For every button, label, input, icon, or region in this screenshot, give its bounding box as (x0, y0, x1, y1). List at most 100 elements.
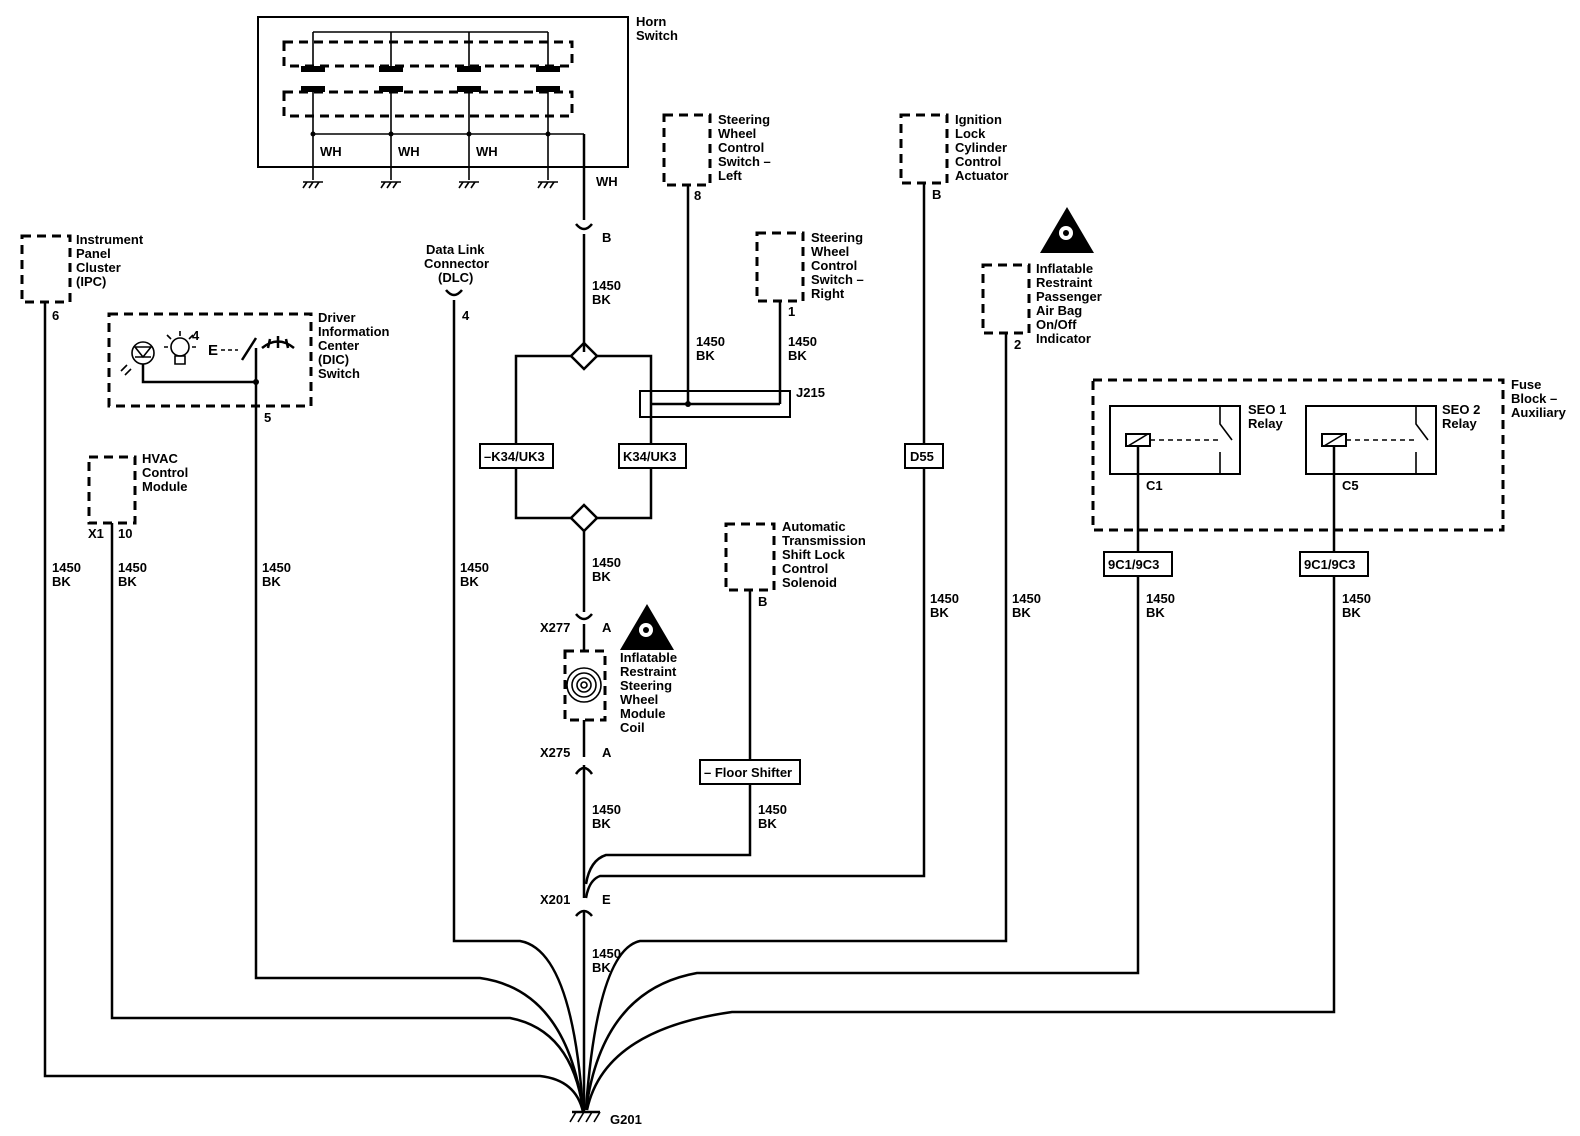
shift-lock-label-2: Transmission (782, 533, 866, 548)
swc-right-label-1: Steering (811, 230, 863, 245)
ignition-circuit-color: BK (930, 605, 949, 620)
trunk-circuit-color-3: BK (592, 960, 611, 975)
horn-connector-b (575, 223, 593, 231)
swc-left-circuit: 1450 (696, 334, 725, 349)
k34-option-split: –K34/UK3 K34/UK3 (479, 341, 687, 533)
airbag-indicator: Inflatable Restraint Passenger Air Bag O… (584, 207, 1102, 1109)
ipc: Instrument Panel Cluster (IPC) 6 1450 BK (20, 232, 585, 1113)
fuse-block-label-3: Auxiliary (1511, 405, 1567, 420)
seo2-relay: SEO 2 Relay C5 9C1/9C3 1450 BK (585, 402, 1480, 1111)
ipc-label-4: (IPC) (76, 274, 106, 289)
seo1-relay: SEO 1 Relay C1 9C1/9C3 1450 BK (584, 402, 1286, 1111)
horn-wire-color-1: WH (320, 144, 342, 159)
shift-lock-label-5: Solenoid (782, 575, 837, 590)
indicator-circuit-color: BK (1012, 605, 1031, 620)
seo1-circuit: 1450 (1146, 591, 1175, 606)
ipc-label-2: Panel (76, 246, 111, 261)
swc-right-pin: 1 (788, 304, 795, 319)
horn-circuit-color: BK (592, 292, 611, 307)
trunk-circuit-color-1: BK (592, 569, 611, 584)
shift-lock-pin: B (758, 594, 767, 609)
dlc-circuit-color: BK (460, 574, 479, 589)
coil-label-4: Wheel (620, 692, 658, 707)
ipc-pin: 6 (52, 308, 59, 323)
g201-ground-icon (569, 1110, 601, 1123)
dic-bulb-pin: 4 (192, 328, 200, 343)
hvac-conn: X1 (88, 526, 104, 541)
indicator-pin: 2 (1014, 337, 1021, 352)
j215-label: J215 (796, 385, 825, 400)
dic-label-4: (DIC) (318, 352, 349, 367)
dic-label-5: Switch (318, 366, 360, 381)
ignition-circuit: 1450 (930, 591, 959, 606)
dlc-label-1: Data Link (426, 242, 485, 257)
coil-label-3: Steering (620, 678, 672, 693)
ipc-circuit: 1450 (52, 560, 81, 575)
dic-circuit: 1450 (262, 560, 291, 575)
indicator-label-3: Passenger (1036, 289, 1102, 304)
d55-option: D55 (910, 449, 934, 464)
dic-circuit-color: BK (262, 574, 281, 589)
dic-switch-actuator-icon: E (208, 342, 218, 359)
dlc-label-2: Connector (424, 256, 489, 271)
horn-wire-color-3: WH (476, 144, 498, 159)
hvac-label-3: Module (142, 479, 188, 494)
seo2-label-2: Relay (1442, 416, 1477, 431)
coil-airbag-warning-icon (620, 604, 674, 650)
trunk-circuit-3: 1450 (592, 946, 621, 961)
ipc-label-1: Instrument (76, 232, 144, 247)
dlc-label-3: (DLC) (438, 270, 473, 285)
k34-option: K34/UK3 (623, 449, 676, 464)
x201-label: X201 (540, 892, 570, 907)
ignition-label-1: Ignition (955, 112, 1002, 127)
seo1-circuit-color: BK (1146, 605, 1165, 620)
seo1-pin: C1 (1146, 478, 1163, 493)
hvac-circuit: 1450 (118, 560, 147, 575)
horn-switch-label-1: Horn (636, 14, 666, 29)
hvac-label-1: HVAC (142, 451, 178, 466)
swc-right-label-2: Wheel (811, 244, 849, 259)
coil-label-5: Module (620, 706, 666, 721)
g201-label: G201 (610, 1112, 642, 1127)
seo1-label-2: Relay (1248, 416, 1283, 431)
indicator-label-2: Restraint (1036, 275, 1093, 290)
indicator-label-6: Indicator (1036, 331, 1091, 346)
seo2-pin: C5 (1342, 478, 1359, 493)
ignition-pin: B (932, 187, 941, 202)
seo2-option: 9C1/9C3 (1304, 557, 1355, 572)
x275-pin: A (602, 745, 612, 760)
center-trunk: 1450 BK X277 A X275 A 1450 BK X201 E 145… (540, 531, 621, 1112)
hvac-module: HVAC Control Module X1 10 1450 BK (87, 451, 585, 1111)
seo1-option: 9C1/9C3 (1108, 557, 1159, 572)
horn-wire-color-2: WH (398, 144, 420, 159)
shift-lock-label-1: Automatic (782, 519, 846, 534)
seo1-label-1: SEO 1 (1248, 402, 1286, 417)
x277-label: X277 (540, 620, 570, 635)
shift-lock-label-4: Control (782, 561, 828, 576)
dlc-pin: 4 (462, 308, 470, 323)
x277-pin: A (602, 620, 612, 635)
swc-right: Steering Wheel Control Switch – Right 1 … (755, 230, 864, 404)
x201-pin: E (602, 892, 611, 907)
swc-left: Steering Wheel Control Switch – Left 8 1… (662, 112, 771, 404)
horn-chassis-grounds (302, 181, 558, 189)
hvac-circuit-color: BK (118, 574, 137, 589)
fuse-block-label-2: Block – (1511, 391, 1557, 406)
swc-left-circuit-color: BK (696, 348, 715, 363)
horn-switch: WH WH WH WH Horn Switch (257, 14, 678, 189)
horn-connector-pin: B (602, 230, 611, 245)
ignition-label-3: Cylinder (955, 140, 1007, 155)
ignition-label-4: Control (955, 154, 1001, 169)
swc-left-label-2: Wheel (718, 126, 756, 141)
shift-lock-label-3: Shift Lock (782, 547, 846, 562)
hvac-pin: 10 (118, 526, 132, 541)
floor-shifter-option: – Floor Shifter (704, 765, 792, 780)
swc-left-label-1: Steering (718, 112, 770, 127)
swc-left-label-4: Switch – (718, 154, 771, 169)
dic-label-1: Driver (318, 310, 356, 325)
indicator-label-1: Inflatable (1036, 261, 1093, 276)
swc-right-circuit-color: BK (788, 348, 807, 363)
swc-left-pin: 8 (694, 188, 701, 203)
swc-right-label-5: Right (811, 286, 845, 301)
